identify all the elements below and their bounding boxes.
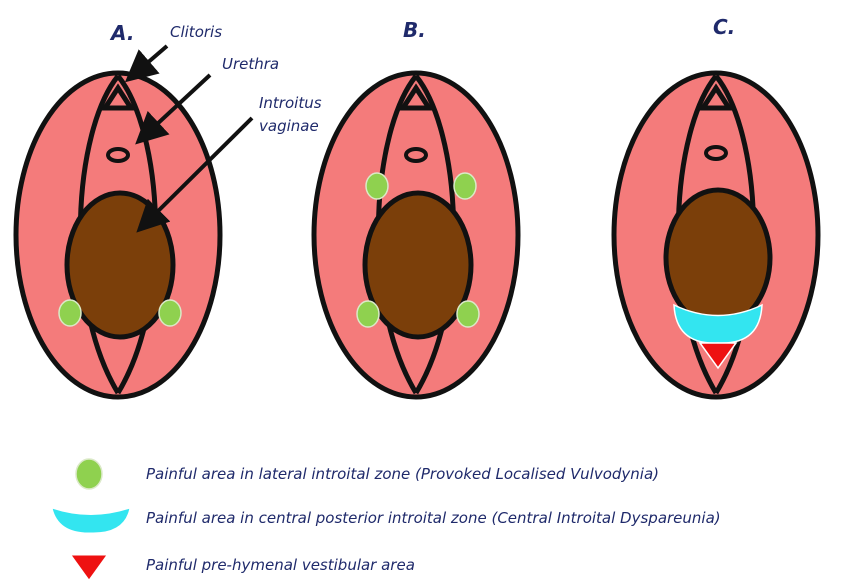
introitus-shape [365, 193, 471, 337]
urethra-shape [406, 149, 426, 161]
legend-cyan-crescent-icon [52, 508, 130, 533]
legend-green-spot-icon [76, 459, 102, 489]
introitus-label-line2: vaginae [259, 117, 319, 135]
clitoris-label: Clitoris [170, 23, 222, 41]
introitus-shape [666, 190, 770, 326]
urethra-shape [706, 147, 726, 159]
legend-cyan-crescent-label: Painful area in central posterior introi… [146, 509, 721, 527]
painful-spot-lateral [454, 173, 476, 199]
panel-b: B. [314, 18, 518, 397]
panel-letter: B. [403, 18, 426, 42]
panel-letter: A. [109, 21, 134, 45]
panel-c: C. [614, 15, 818, 397]
painful-spot-lateral [366, 173, 388, 199]
legend-red-triangle-icon [71, 555, 107, 580]
painful-spot-lateral [457, 301, 479, 327]
legend: Painful area in lateral introital zone (… [52, 459, 721, 580]
painful-spot-lateral [357, 301, 379, 327]
urethra-label: Urethra [222, 55, 279, 73]
panel-letter: C. [713, 15, 735, 39]
introitus-label-line1: Introitus [259, 94, 322, 112]
legend-red-triangle-label: Painful pre-hymenal vestibular area [146, 556, 415, 574]
painful-spot-lateral [59, 300, 81, 326]
painful-spot-lateral [159, 300, 181, 326]
panel-a: A. Clitoris Urethra Introitus vaginae [16, 21, 322, 397]
urethra-shape [108, 149, 128, 161]
clitoris-arrow [131, 46, 167, 77]
legend-green-spot-label: Painful area in lateral introital zone (… [146, 465, 659, 483]
